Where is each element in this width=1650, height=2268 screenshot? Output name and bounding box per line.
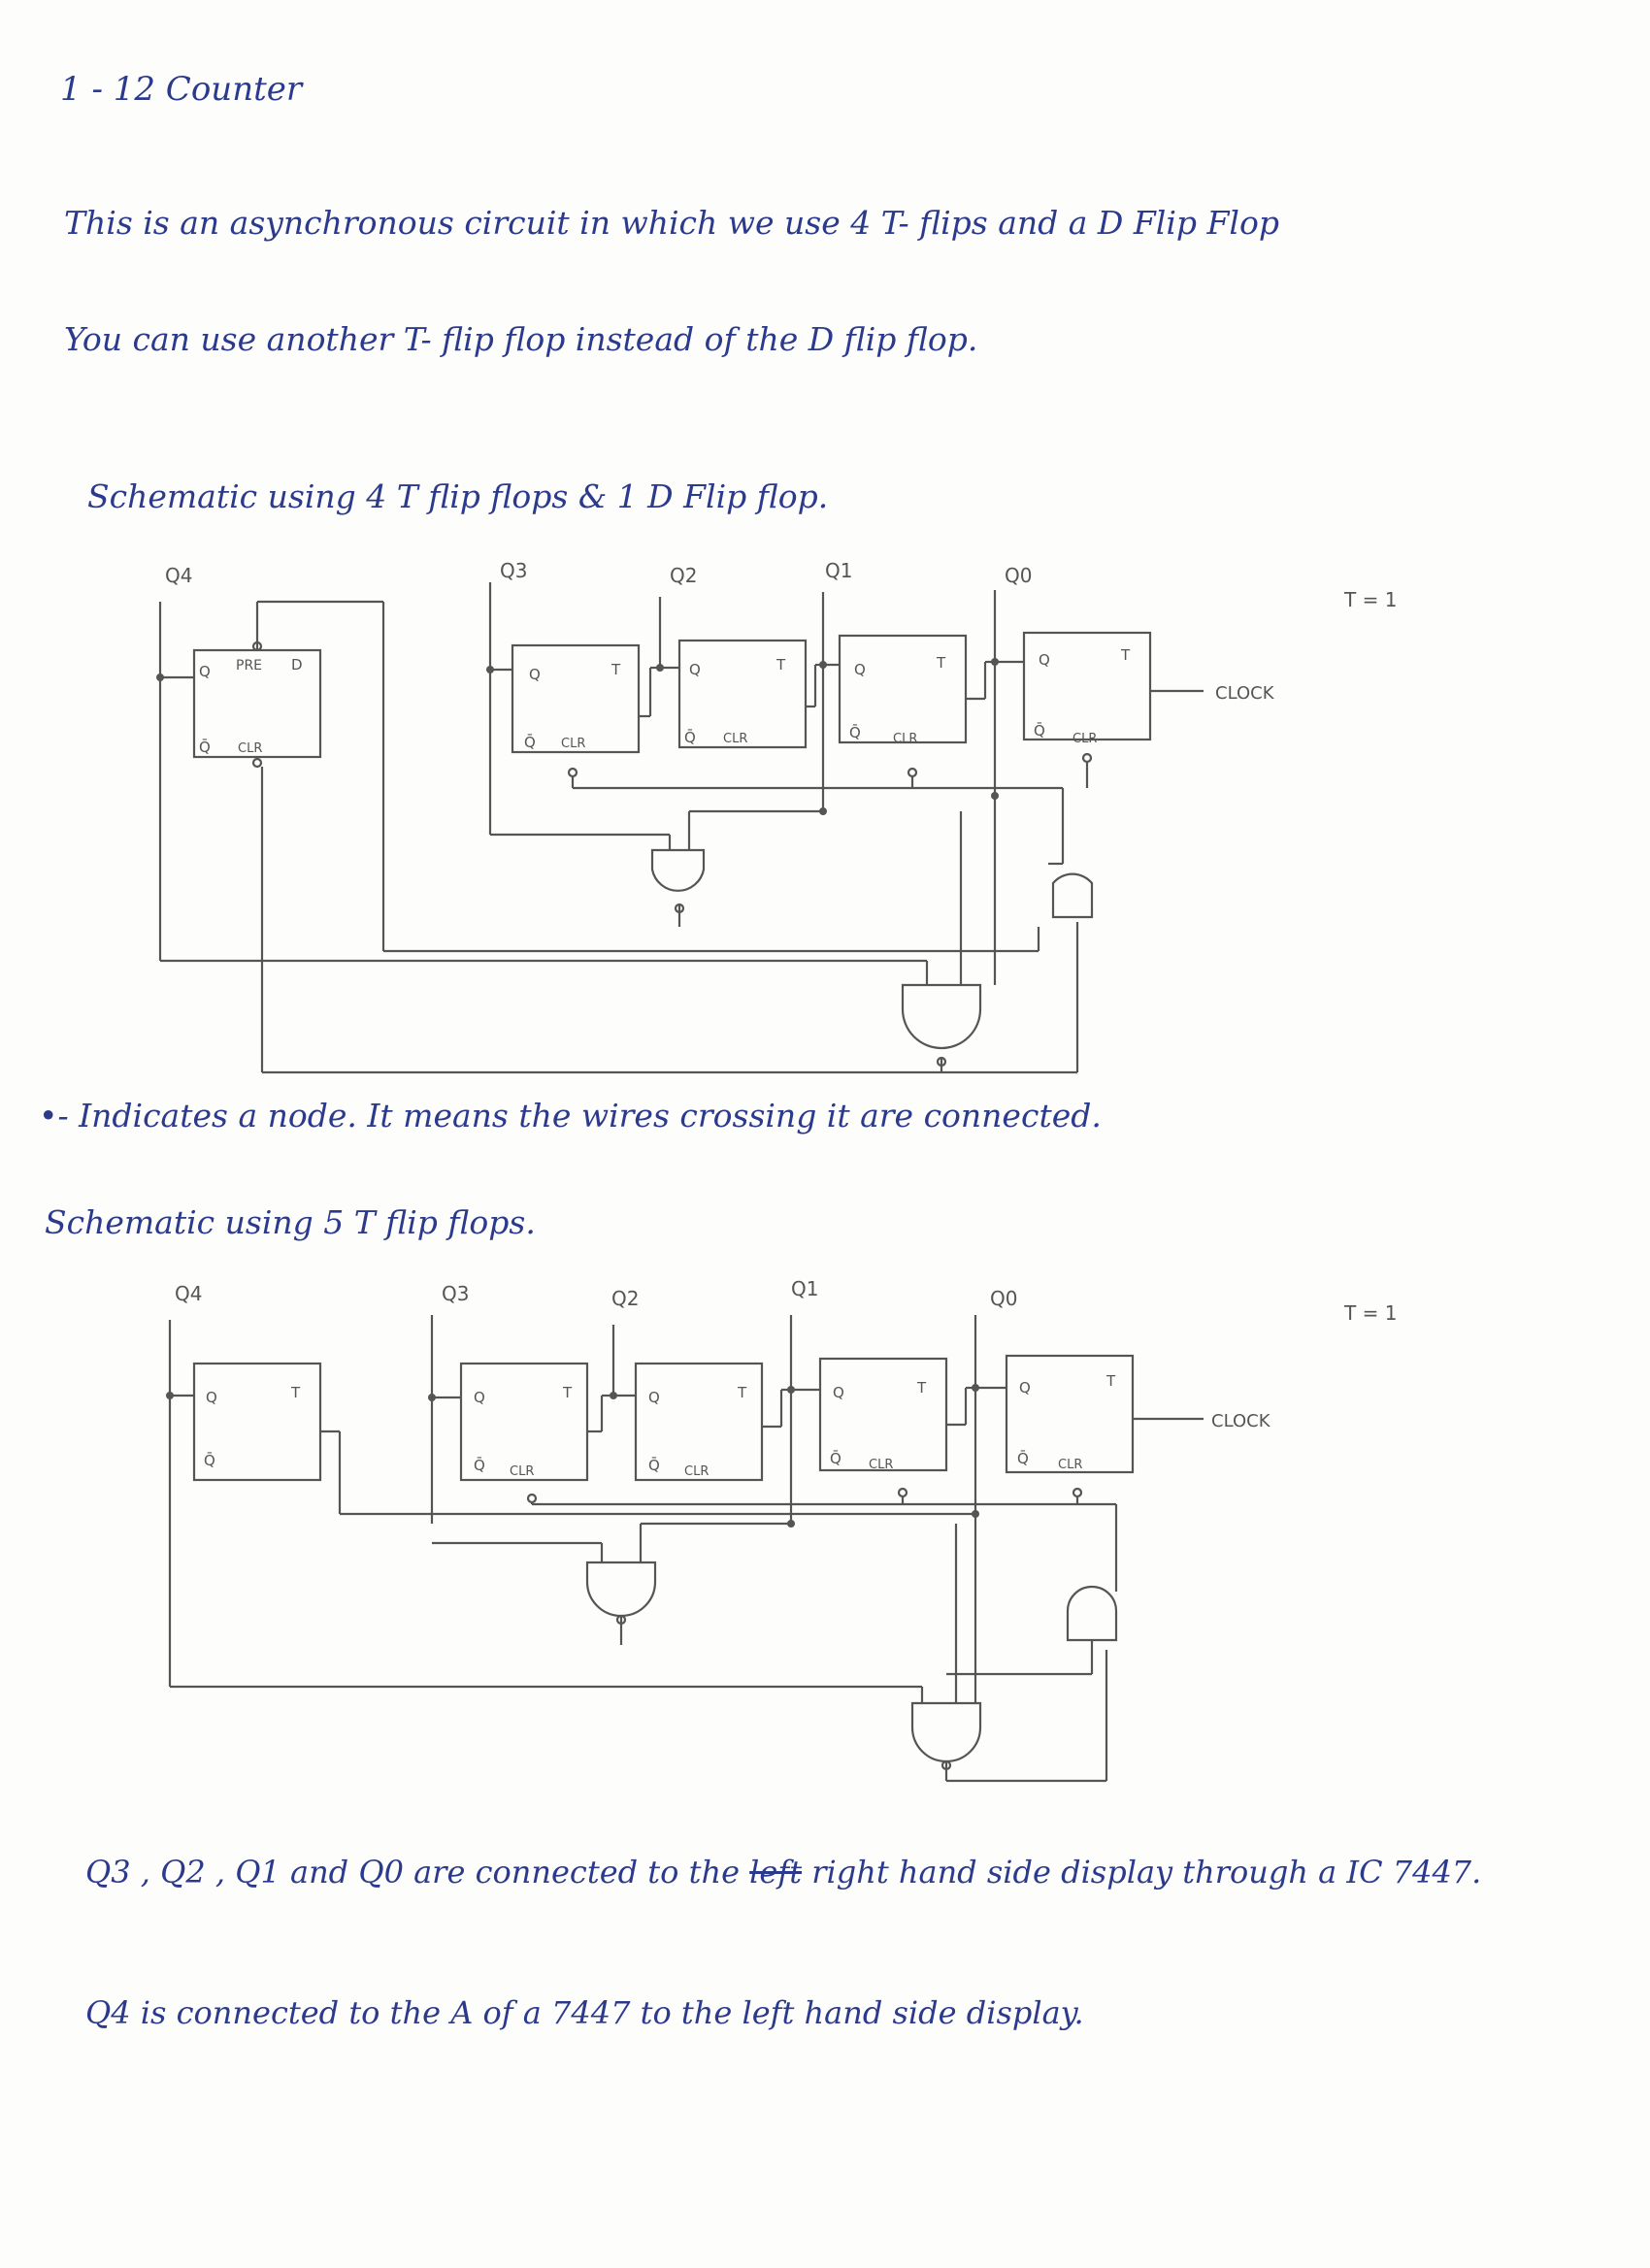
s1-clock-label: CLOCK <box>1215 683 1275 704</box>
s1-ff0-qbar: Q̄ <box>1034 721 1045 740</box>
s1-ff3-clr: CLR <box>561 737 585 751</box>
s2-label-q2: Q2 <box>611 1287 639 1310</box>
s2-ff1-t: T <box>916 1379 927 1397</box>
t-flip-flop-1 <box>838 634 968 744</box>
s2-ff2-qbar: Q̄ <box>648 1456 660 1474</box>
s2-ff0-q: Q <box>1019 1379 1031 1397</box>
t-flip-flop-4 <box>192 1362 322 1482</box>
footer-struck-word: left <box>749 1854 803 1890</box>
s2-clock-label: CLOCK <box>1211 1411 1271 1431</box>
s1-ff2-qbar: Q̄ <box>684 728 696 746</box>
t-flip-flop-2 <box>677 639 808 749</box>
footer-line-2: Q4 is connected to the A of a 7447 to th… <box>85 1994 1084 2031</box>
t-flip-flop-3 <box>511 643 641 754</box>
s2-ff3-clr: CLR <box>510 1464 534 1479</box>
footer-line-1: Q3 , Q2 , Q1 and Q0 are connected to the… <box>85 1854 1481 1890</box>
s2-ff3-t: T <box>562 1384 573 1401</box>
s2-ff1-qbar: Q̄ <box>830 1449 842 1467</box>
s2-ff1-clr: CLR <box>869 1458 893 1472</box>
s1-ff0-t: T <box>1120 646 1131 664</box>
footer-line-1-end: right hand side display through a IC 744… <box>811 1854 1482 1890</box>
schematic-2-diagram: Q4 Q3 Q2 Q1 Q0 T = 1 CLOCK Q T Q̄ Q T Q̄… <box>166 1277 1397 1783</box>
intro-line-2: You can use another T- flip flop instead… <box>64 320 978 358</box>
s1-ff3-t: T <box>610 661 621 678</box>
s1-ff2-t: T <box>776 656 786 674</box>
s2-label-q1: Q1 <box>791 1277 818 1300</box>
s2-ff3-qbar: Q̄ <box>474 1456 485 1474</box>
s1-dff-qbar: Q̄ <box>199 738 211 756</box>
t-flip-flop-1 <box>818 1357 948 1472</box>
s2-ff4-t: T <box>290 1384 301 1401</box>
s2-ff2-q: Q <box>648 1389 660 1406</box>
s2-ff2-t: T <box>737 1384 747 1401</box>
s2-ff0-qbar: Q̄ <box>1017 1449 1029 1467</box>
s1-ff3-qbar: Q̄ <box>524 733 536 751</box>
s1-label-q3: Q3 <box>500 559 527 582</box>
schematic-2-heading: Schematic using 5 T flip flops. <box>45 1203 536 1241</box>
s2-ff0-clr: CLR <box>1058 1458 1082 1472</box>
s1-t-equals: T = 1 <box>1343 588 1397 611</box>
s1-dff-pre: PRE <box>236 658 262 674</box>
s2-label-q0: Q0 <box>990 1287 1017 1310</box>
s2-label-q4: Q4 <box>175 1282 202 1305</box>
s1-ff0-clr: CLR <box>1072 732 1097 746</box>
s2-ff0-t: T <box>1106 1372 1116 1390</box>
s1-label-q0: Q0 <box>1005 564 1032 587</box>
t-flip-flop-2 <box>634 1362 764 1482</box>
s1-ff3-q: Q <box>529 666 541 683</box>
s1-ff1-q: Q <box>854 661 866 678</box>
s1-ff1-clr: CLR <box>893 732 917 746</box>
s1-ff1-t: T <box>936 654 946 672</box>
s2-label-q3: Q3 <box>442 1282 469 1305</box>
s2-t-equals: T = 1 <box>1343 1301 1397 1325</box>
s2-ff2-clr: CLR <box>684 1464 709 1479</box>
s1-ff2-clr: CLR <box>723 732 747 746</box>
s1-dff-q: Q <box>199 663 211 680</box>
s1-ff2-q: Q <box>689 661 701 678</box>
t-flip-flop-0 <box>1005 1354 1135 1474</box>
s2-ff3-q: Q <box>474 1389 485 1406</box>
schematic-1-heading: Schematic using 4 T flip flops & 1 D Fli… <box>87 477 829 515</box>
s2-ff1-q: Q <box>833 1384 844 1401</box>
t-flip-flop-3 <box>459 1362 589 1482</box>
schematic-1-diagram: Q4 Q3 Q2 Q1 Q0 T = 1 CLOCK Q PRE D Q̄ CL… <box>156 559 1397 1074</box>
s1-ff1-qbar: Q̄ <box>849 723 861 741</box>
s2-ff4-qbar: Q̄ <box>204 1451 215 1469</box>
page-title: 1 - 12 Counter <box>60 70 303 109</box>
s2-ff4-q: Q <box>206 1389 217 1406</box>
s1-label-q1: Q1 <box>825 559 852 582</box>
s1-dff-d: D <box>291 656 303 674</box>
footer-line-1-start: Q3 , Q2 , Q1 and Q0 are connected to the <box>85 1854 740 1890</box>
s1-label-q2: Q2 <box>670 564 697 587</box>
t-flip-flop-0 <box>1022 631 1152 741</box>
s1-label-q4: Q4 <box>165 564 192 587</box>
s1-dff-clr: CLR <box>238 741 262 756</box>
s1-ff0-q: Q <box>1039 651 1050 669</box>
intro-line-1: This is an asynchronous circuit in which… <box>64 204 1279 242</box>
node-note: •- Indicates a node. It means the wires … <box>39 1097 1102 1134</box>
